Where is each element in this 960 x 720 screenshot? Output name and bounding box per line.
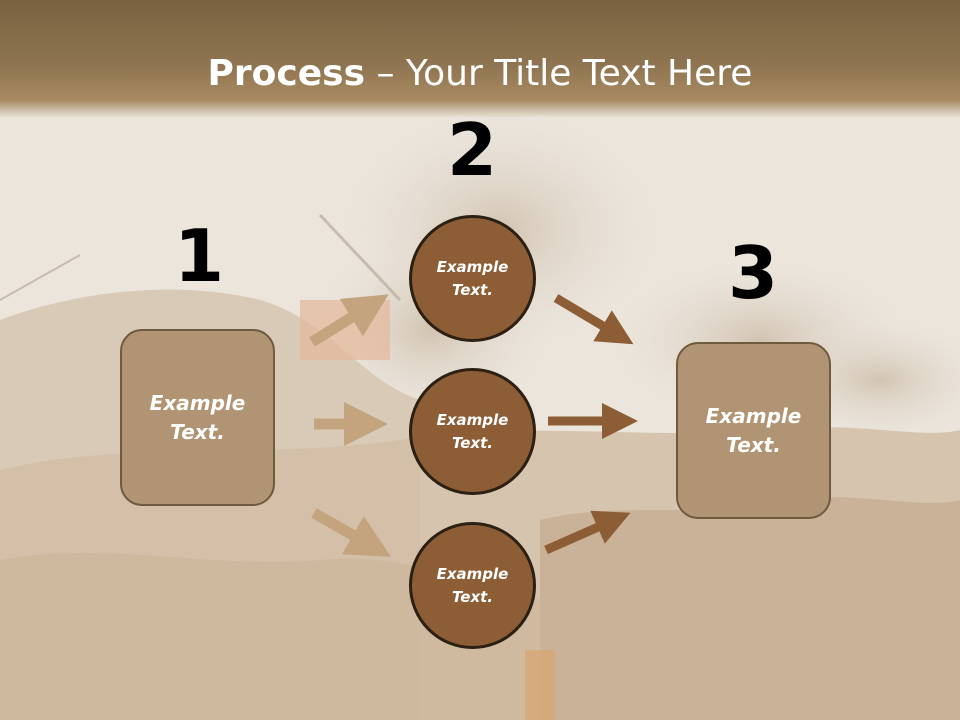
step2-circle-top: Example Text. [409, 215, 536, 342]
slide-title: Process – Your Title Text Here [0, 50, 960, 98]
step3-box: Example Text. [676, 342, 831, 519]
step3-box-text: Example Text. [705, 403, 802, 457]
arrow-left-to-top [309, 294, 389, 347]
step-number-1: 1 [173, 214, 225, 298]
arrow-top-to-right [553, 294, 634, 345]
arrow-bottom-to-right [544, 510, 631, 555]
step1-box-text: Example Text. [149, 390, 246, 444]
step1-box: Example Text. [120, 329, 275, 506]
title-bar [0, 0, 960, 118]
step2-circle-bottom: Example Text. [409, 522, 536, 649]
arrow-left-to-bottom [311, 508, 392, 557]
title-rest: – Your Title Text Here [365, 53, 753, 94]
circle-bottom-text: Example Text. [436, 564, 509, 606]
circle-middle-text: Example Text. [436, 410, 509, 452]
circle-top-text: Example Text. [436, 257, 509, 299]
step-number-3: 3 [727, 231, 779, 315]
title-bold: Process [207, 53, 366, 94]
step-number-2: 2 [446, 108, 498, 192]
step2-circle-middle: Example Text. [409, 368, 536, 495]
